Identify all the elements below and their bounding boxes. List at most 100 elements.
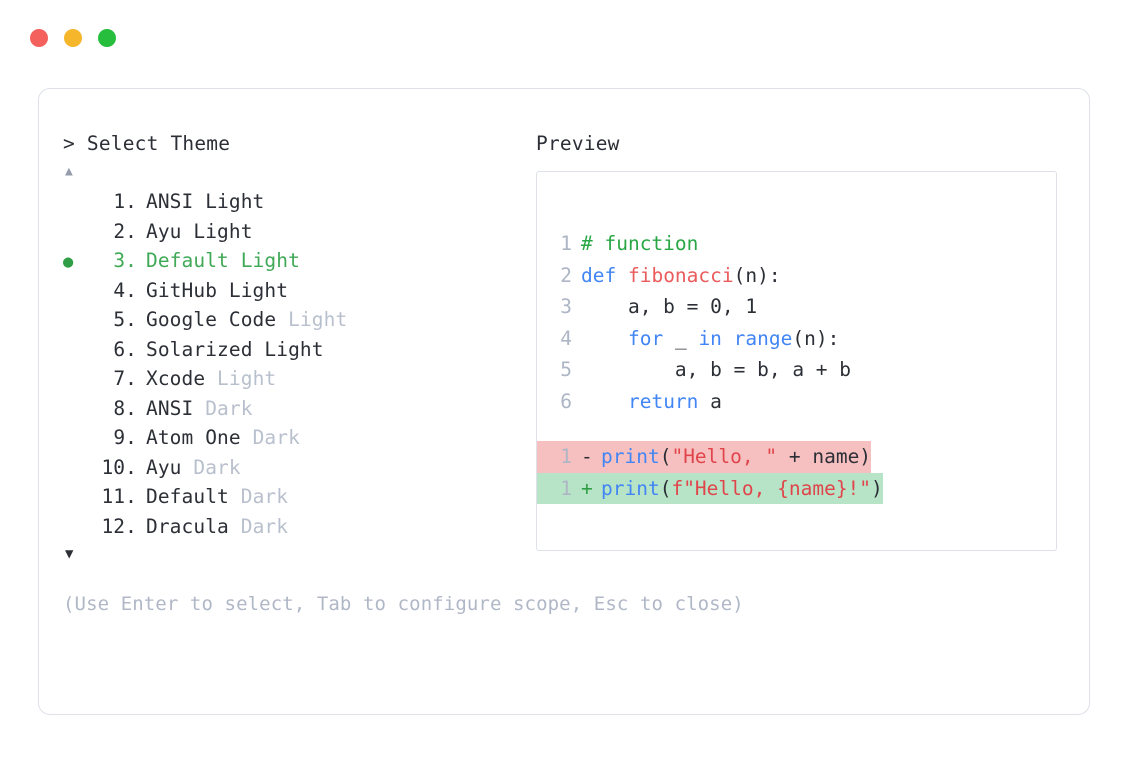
diff-sign: - <box>581 445 593 468</box>
theme-list-item[interactable]: 8.ANSI Dark <box>63 394 533 424</box>
window-controls <box>30 29 116 47</box>
help-text: (Use Enter to select, Tab to configure s… <box>63 593 744 615</box>
bullet-placeholder <box>63 484 91 514</box>
theme-item-number: 9. <box>113 426 137 449</box>
code-token-keyword: return <box>627 389 699 413</box>
code-token-keyword: print <box>601 476 660 500</box>
theme-list: 1. ANSI Light 2. Ayu Light ● 3. Default Light… <box>63 187 533 541</box>
bullet-placeholder <box>63 278 91 308</box>
code-diff-spacer <box>537 417 1056 441</box>
line-number: 1 <box>560 476 572 500</box>
theme-item-number: 5. <box>113 308 137 331</box>
code-token-keyword: in range <box>698 326 793 350</box>
diff-sign: + <box>581 476 593 500</box>
code-token-keyword: print <box>601 445 660 468</box>
theme-item-label: ANSI Light <box>137 187 264 217</box>
theme-item-label: Default Light <box>137 246 300 276</box>
theme-list-item[interactable]: 6. Solarized Light <box>63 335 533 365</box>
code-token-string: f"Hello, {name}!" <box>671 476 872 500</box>
theme-item-label: Ayu Light <box>137 217 253 247</box>
line-number: 4 <box>560 326 572 350</box>
theme-item-name: Ayu Light <box>146 219 253 243</box>
preview-label: Preview <box>536 132 620 155</box>
selected-bullet-icon: ● <box>63 252 74 272</box>
code-line: 5 a, b = b, a + b <box>537 354 1056 386</box>
theme-item-number: 4. <box>113 278 137 302</box>
code-token-plain: a, b = 0, 1 <box>581 295 758 318</box>
theme-list-item[interactable]: 4. GitHub Light <box>63 276 533 306</box>
theme-item-variant: Dark <box>228 514 289 538</box>
close-button[interactable] <box>30 29 48 47</box>
theme-item-name: Solarized Light <box>146 337 324 361</box>
line-number: 6 <box>560 389 572 413</box>
theme-item-name: ANSI Light <box>146 190 265 213</box>
line-number: 2 <box>560 263 572 287</box>
bullet-placeholder <box>63 307 91 337</box>
theme-item-number: 8. <box>113 396 137 420</box>
code-line-content: return a <box>581 386 722 418</box>
code-sample: 1 # function 2 def fibonacci(n):3 a, b = 0,… <box>537 228 1056 417</box>
theme-list-item[interactable]: 12.Dracula Dark <box>63 512 533 542</box>
theme-item-name: Default <box>146 485 229 508</box>
theme-list-column: > Select Theme ▲ 1. ANSI Light 2. Ayu Ligh… <box>63 131 744 617</box>
code-token-plain <box>581 390 628 413</box>
theme-item-number: 1. <box>113 190 137 213</box>
code-token-plain: ( <box>659 476 672 500</box>
theme-list-item[interactable]: 5.Google Code Light <box>63 305 533 335</box>
code-line-content: print(f"Hello, {name}!") <box>601 473 883 505</box>
theme-item-label: Xcode Light <box>137 364 276 394</box>
theme-item-number: 12. <box>101 514 137 538</box>
theme-item-name: Atom One <box>146 426 241 449</box>
theme-list-item[interactable]: 1. ANSI Light <box>63 187 533 217</box>
code-token-plain: ) <box>871 476 883 500</box>
theme-item-label: Dracula Dark <box>137 512 288 542</box>
theme-item-label: Solarized Light <box>137 335 324 365</box>
code-token-keyword: for <box>627 326 664 350</box>
bullet-placeholder <box>63 455 91 485</box>
preview-column: Preview 1 # function 2 def fibonacci(n):3 a… <box>536 131 1066 551</box>
code-token-plain: ( <box>659 445 672 468</box>
scroll-up-icon[interactable]: ▲ <box>65 164 73 179</box>
code-line-content: a, b = 0, 1 <box>581 291 757 323</box>
bullet-placeholder <box>63 219 91 249</box>
code-line-content: # function <box>581 228 698 260</box>
theme-item-label: GitHub Light <box>137 276 288 306</box>
code-line-content: for _ in range(n): <box>581 323 839 355</box>
minimize-button[interactable] <box>64 29 82 47</box>
maximize-button[interactable] <box>98 29 116 47</box>
code-token-keyword: def <box>581 263 628 287</box>
code-preview-box: 1 # function 2 def fibonacci(n):3 a, b = 0,… <box>536 171 1057 551</box>
code-line-content: print("Hello, " + name) <box>601 441 871 473</box>
theme-list-item[interactable]: 7.Xcode Light <box>63 364 533 394</box>
theme-item-number: 2. <box>113 219 137 243</box>
theme-list-item[interactable]: ● 3. Default Light <box>63 246 533 276</box>
theme-item-number: 10. <box>101 455 137 479</box>
line-number: 1 <box>560 232 572 255</box>
theme-list-item[interactable]: 11.Default Dark <box>63 482 533 512</box>
theme-item-number: 3. <box>113 249 137 272</box>
code-line: 1 # function <box>537 228 1056 260</box>
theme-item-name: GitHub Light <box>146 278 289 302</box>
theme-item-name: Ayu <box>146 455 182 479</box>
theme-item-name: Default Light <box>146 249 300 272</box>
theme-selector-panel: > Select Theme ▲ 1. ANSI Light 2. Ayu Ligh… <box>38 88 1090 715</box>
code-line: 4 for _ in range(n): <box>537 323 1056 355</box>
theme-list-item[interactable]: 10. Ayu Dark <box>63 453 533 483</box>
code-diff-sample: 1-print("Hello, " + name)1+print(f"Hello… <box>537 441 1056 504</box>
line-number: 5 <box>560 358 572 381</box>
scroll-down-icon[interactable]: ▼ <box>65 546 74 562</box>
theme-item-variant: Dark <box>240 426 300 449</box>
code-line-content: def fibonacci(n): <box>581 260 781 292</box>
code-token-plain: a, b = b, a + b <box>581 358 852 381</box>
theme-item-number: 6. <box>113 337 137 361</box>
theme-list-item[interactable]: 2. Ayu Light <box>63 217 533 247</box>
theme-item-variant: Dark <box>181 455 241 479</box>
code-line: 3 a, b = 0, 1 <box>537 291 1056 323</box>
bullet-placeholder <box>63 366 91 396</box>
theme-item-number: 11. <box>101 485 137 508</box>
theme-item-name: Google Code <box>146 308 277 331</box>
select-theme-prompt: > Select Theme <box>63 132 231 155</box>
theme-list-item[interactable]: 9. Atom One Dark <box>63 423 533 453</box>
theme-item-number: 7. <box>113 367 137 390</box>
code-line: 6 return a <box>537 386 1056 418</box>
